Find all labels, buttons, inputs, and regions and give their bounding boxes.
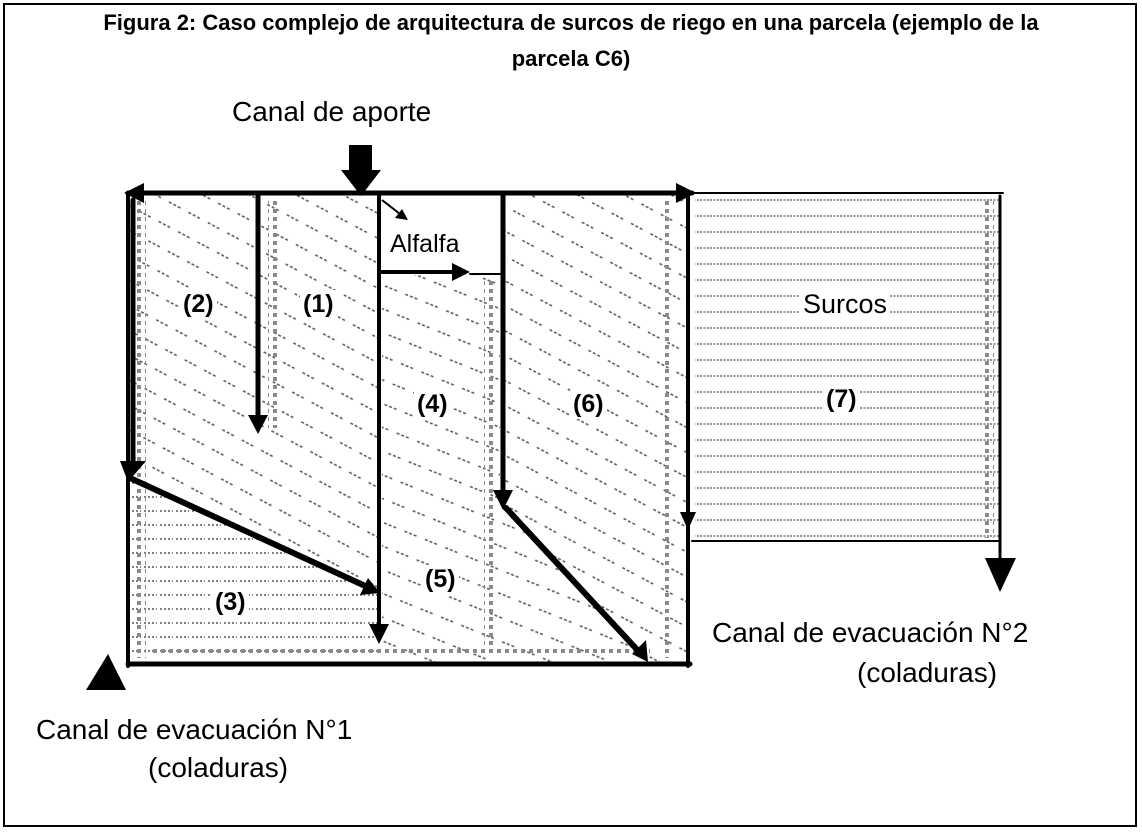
arrow-to-alfalfa <box>381 199 401 215</box>
band-6 <box>662 198 672 658</box>
band-bottom <box>150 646 650 656</box>
arrow-right-side <box>680 512 696 530</box>
band-left <box>136 198 146 658</box>
arrow-top-left <box>124 183 144 203</box>
furrows-label: Surcos <box>800 289 891 320</box>
flow-arrows <box>86 145 1016 690</box>
arrow-middle <box>369 624 389 644</box>
outlet-canal-2-sublabel: (coladuras) <box>857 657 998 688</box>
outlet-canal-1-sublabel: (coladuras) <box>148 752 289 783</box>
arrow-canal-6 <box>493 490 513 510</box>
figure-title-line2: parcela C6) <box>511 46 631 71</box>
section-5-label: (5) <box>422 565 459 594</box>
band-4 <box>484 280 494 650</box>
field-hatching <box>130 195 1000 662</box>
section-2-label: (2) <box>180 290 217 319</box>
furrow-end-bands <box>136 198 994 658</box>
inlet-arrow <box>341 145 381 196</box>
arrow-diagonal-3 <box>360 578 380 595</box>
diagonal-canal-5 <box>503 505 645 658</box>
arrow-outlet1 <box>86 654 126 690</box>
arrow-alfalfa <box>452 263 470 281</box>
area-3-hatch <box>130 478 378 662</box>
outlet-canal-1-label: Canal de evacuación N°1 <box>36 714 353 745</box>
outlet-canal-2-label: Canal de evacuación N°2 <box>712 617 1029 648</box>
section-1-label: (1) <box>300 290 337 319</box>
area-7-hatch <box>695 195 1000 540</box>
arrow-to-alfalfa-head <box>395 209 408 220</box>
section-4-label: (4) <box>414 390 451 419</box>
diagonal-canal-3 <box>127 475 377 593</box>
arrow-top-right <box>676 183 696 203</box>
canals <box>125 190 1004 668</box>
arrow-canal-2 <box>120 461 146 482</box>
figure-frame <box>3 3 1137 827</box>
section-3-label: (3) <box>212 588 249 617</box>
area-6-hatch <box>505 195 688 662</box>
figure-title-line1: Figura 2: Caso complejo de arquitectura … <box>103 10 1039 35</box>
alfalfa-label: Alfalfa <box>390 230 460 258</box>
section-7-label: (7) <box>823 385 860 414</box>
section-6-label: (6) <box>570 390 607 419</box>
inlet-canal-label: Canal de aporte <box>232 96 432 127</box>
arrow-plot7 <box>985 558 1016 592</box>
band-7 <box>984 198 994 538</box>
arrow-canal-1 <box>248 415 268 434</box>
band-1 <box>268 198 278 428</box>
arrow-diagonal-5 <box>632 640 648 662</box>
